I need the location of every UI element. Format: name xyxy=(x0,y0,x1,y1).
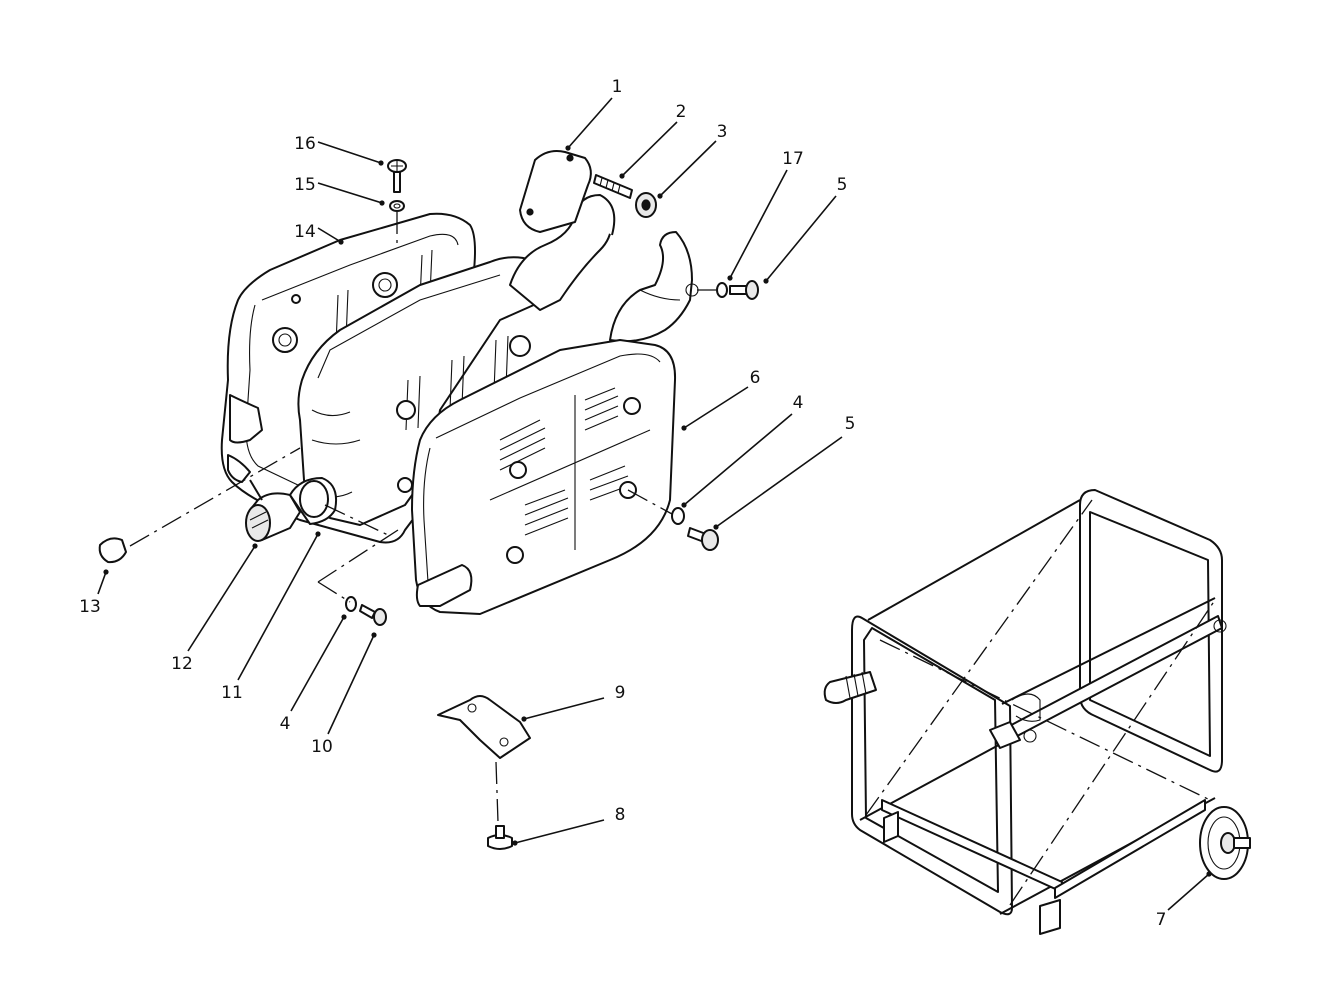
callout-number-3: 3 xyxy=(717,122,728,142)
callout-number-5: 5 xyxy=(837,175,848,195)
callout-leader-2 xyxy=(621,121,678,177)
screw-5-upper xyxy=(729,280,759,300)
callout-dot-10 xyxy=(371,632,377,638)
callout-number-10: 10 xyxy=(311,737,333,757)
muffler-bracket xyxy=(437,695,531,759)
callout-leader-5 xyxy=(715,436,843,528)
wheel xyxy=(1199,806,1251,880)
callout-number-17: 17 xyxy=(782,149,804,169)
callout-leader-8 xyxy=(514,819,605,844)
assembly-center-lines xyxy=(129,212,1216,906)
spark-arrestor-assembly xyxy=(245,477,338,542)
callout-leader-12 xyxy=(187,545,256,652)
washer-4-lower xyxy=(345,596,357,612)
callout-dot-1 xyxy=(565,145,571,151)
callout-number-13: 13 xyxy=(79,597,101,617)
callout-dot-4 xyxy=(341,614,347,620)
callout-number-7: 7 xyxy=(1156,910,1167,930)
exhaust-outlet-elbow xyxy=(609,231,699,343)
callout-dot-8 xyxy=(512,840,518,846)
callout-leader-10 xyxy=(327,634,375,735)
callout-leader-3 xyxy=(659,140,717,197)
exhaust-flange-gasket xyxy=(519,150,592,233)
callout-number-4: 4 xyxy=(280,714,291,734)
screw-16 xyxy=(387,159,407,193)
callout-leader-6 xyxy=(683,386,749,429)
callout-leader-4 xyxy=(683,413,793,506)
callout-leader-16 xyxy=(317,141,382,164)
callout-dot-17 xyxy=(727,275,733,281)
callout-dot-4 xyxy=(681,502,687,508)
callout-dot-5 xyxy=(713,524,719,530)
callout-number-14: 14 xyxy=(294,222,316,242)
callout-leader-11 xyxy=(237,533,319,681)
callout-number-2: 2 xyxy=(676,102,687,122)
exhaust-inlet-pipe xyxy=(509,194,616,311)
washer-17 xyxy=(716,282,728,298)
callout-dot-5 xyxy=(763,278,769,284)
callout-dot-3 xyxy=(657,193,663,199)
callout-leader-1 xyxy=(567,97,613,149)
callout-dot-2 xyxy=(619,173,625,179)
callout-number-11: 11 xyxy=(221,683,243,703)
callout-dot-11 xyxy=(315,531,321,537)
callout-number-15: 15 xyxy=(294,175,316,195)
callout-number-9: 9 xyxy=(615,683,626,703)
callout-number-5: 5 xyxy=(845,414,856,434)
callout-dot-15 xyxy=(379,200,385,206)
callout-dot-7 xyxy=(1206,871,1212,877)
callout-number-6: 6 xyxy=(750,368,761,388)
tube-frame xyxy=(823,489,1227,935)
callout-leader-15 xyxy=(317,182,383,204)
callout-dot-6 xyxy=(681,425,687,431)
callout-number-1: 1 xyxy=(612,77,623,97)
callout-leader-7 xyxy=(1167,873,1210,911)
callout-leader-14 xyxy=(317,227,342,243)
callout-dot-16 xyxy=(378,160,384,166)
callout-leader-9 xyxy=(523,697,605,720)
nut xyxy=(635,192,657,218)
callout-number-12: 12 xyxy=(171,654,193,674)
callout-number-8: 8 xyxy=(615,805,626,825)
callout-number-16: 16 xyxy=(294,134,316,154)
callout-dot-14 xyxy=(338,239,344,245)
callout-dot-13 xyxy=(103,569,109,575)
callout-leader-4 xyxy=(290,616,345,712)
callout-dot-12 xyxy=(252,543,258,549)
screw-10 xyxy=(359,604,387,626)
washer-4-right xyxy=(671,507,685,525)
flange-nut-8 xyxy=(487,825,513,850)
callout-number-4: 4 xyxy=(793,393,804,413)
screw-5-right xyxy=(687,527,719,551)
plug-13 xyxy=(98,537,127,564)
callout-leader-5 xyxy=(765,195,837,282)
callout-leader-13 xyxy=(97,571,107,595)
stud xyxy=(593,174,633,199)
washer-15 xyxy=(389,200,405,212)
callout-dot-9 xyxy=(521,716,527,722)
callout-leader-17 xyxy=(729,169,788,279)
